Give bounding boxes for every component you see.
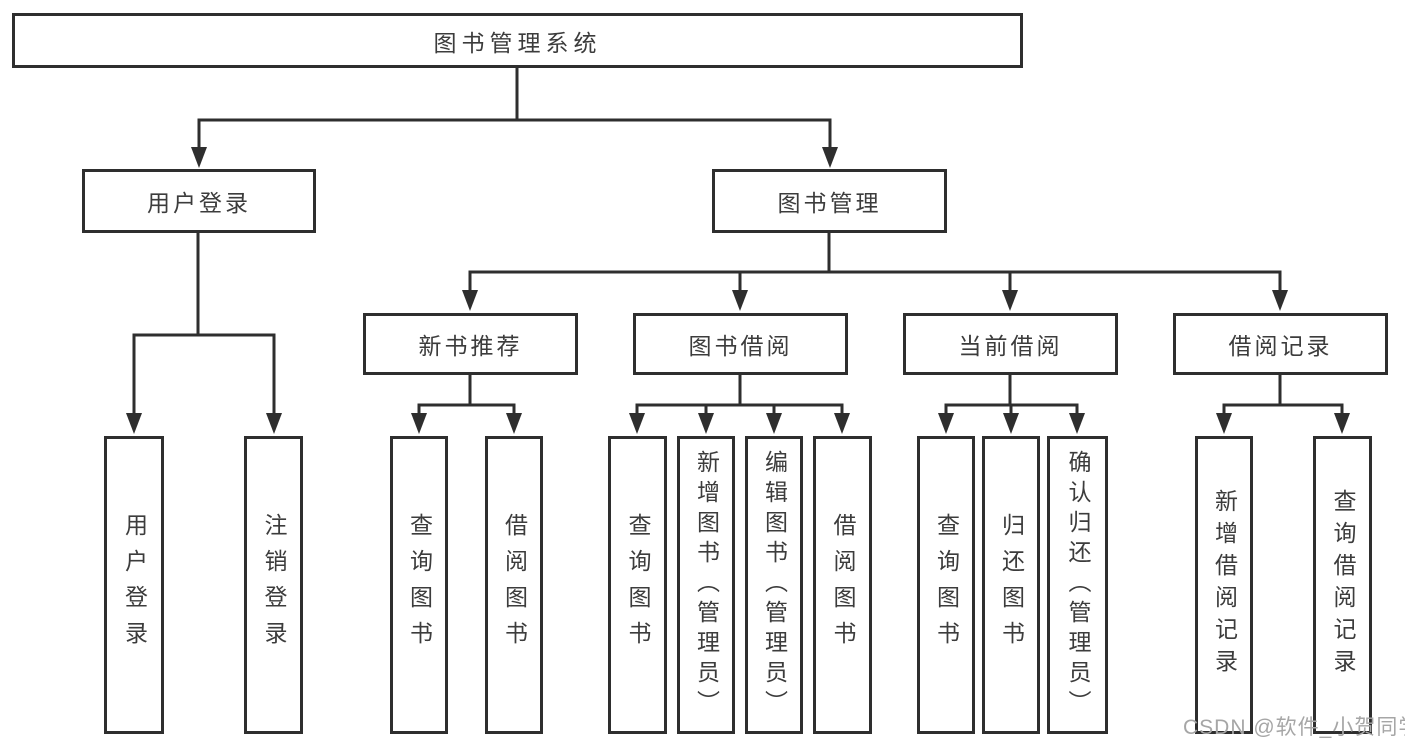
csdn-watermark: CSDN @软件_小贺同学	[1183, 716, 1405, 739]
leaf-label: 查询图书	[406, 513, 433, 657]
node-user-login: 用户登录	[82, 169, 316, 233]
leaf-label: 新增图书（管理员）	[693, 450, 720, 720]
leaf-confirm-return-admin: 确认归还（管理员）	[1047, 436, 1108, 734]
node-current-borrowing: 当前借阅	[903, 313, 1118, 375]
node-label: 用户登录	[147, 190, 251, 216]
leaf-label: 查询借阅记录	[1330, 489, 1356, 681]
node-library-management-system: 图书管理系统	[12, 13, 1023, 68]
node-new-book-recommend: 新书推荐	[363, 313, 578, 375]
leaf-return-books: 归还图书	[982, 436, 1040, 734]
leaf-label: 注销登录	[261, 513, 287, 657]
node-label: 图书管理系统	[433, 29, 602, 56]
leaf-borrow-books-2: 借阅图书	[813, 436, 872, 734]
leaf-label: 编辑图书（管理员）	[761, 450, 788, 720]
leaf-logout: 注销登录	[244, 436, 303, 734]
node-borrowing-records: 借阅记录	[1173, 313, 1388, 375]
leaf-label: 借阅图书	[501, 513, 528, 657]
leaf-user-login: 用户登录	[104, 436, 164, 734]
node-book-borrowing: 图书借阅	[633, 313, 848, 375]
leaf-query-books-1: 查询图书	[390, 436, 448, 734]
node-label: 图书管理	[777, 190, 882, 216]
leaf-query-books-3: 查询图书	[917, 436, 975, 734]
node-book-management: 图书管理	[712, 169, 947, 233]
leaf-label: 借阅图书	[830, 513, 856, 657]
leaf-borrow-books-1: 借阅图书	[485, 436, 543, 734]
leaf-edit-book-admin: 编辑图书（管理员）	[745, 436, 803, 734]
leaf-label: 确认归还（管理员）	[1065, 450, 1091, 720]
leaf-label: 新增借阅记录	[1211, 489, 1238, 681]
leaf-label: 用户登录	[121, 513, 148, 657]
node-label: 借阅记录	[1228, 333, 1333, 359]
leaf-label: 归还图书	[998, 513, 1025, 657]
node-label: 新书推荐	[418, 333, 523, 359]
leaf-add-book-admin: 新增图书（管理员）	[677, 436, 735, 734]
leaf-query-books-2: 查询图书	[608, 436, 667, 734]
arrow-down-icons	[126, 147, 1350, 434]
leaf-query-borrow-record: 查询借阅记录	[1313, 436, 1372, 734]
leaf-label: 查询图书	[625, 513, 651, 657]
leaf-add-borrow-record: 新增借阅记录	[1195, 436, 1253, 734]
leaf-label: 查询图书	[933, 513, 960, 657]
node-label: 图书借阅	[688, 333, 793, 359]
node-label: 当前借阅	[958, 333, 1063, 359]
